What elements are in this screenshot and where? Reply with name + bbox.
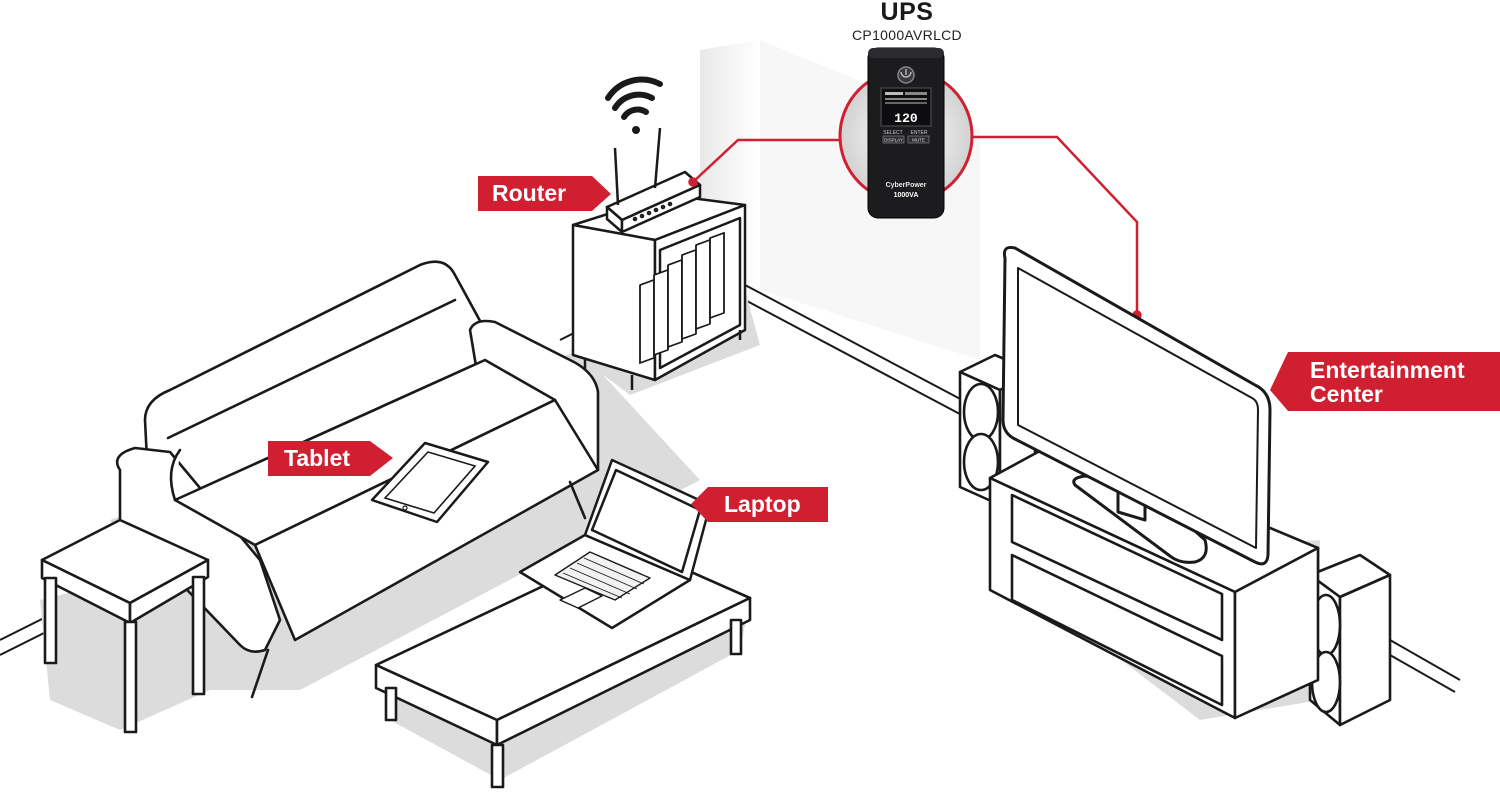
side-table	[40, 518, 210, 734]
speaker-right	[1308, 553, 1392, 727]
wifi-icon	[605, 76, 663, 134]
ups-select-label: SELECT	[883, 130, 902, 136]
ups-display-button-label: DISPLAY	[884, 138, 903, 143]
entertainment-center-label-line1: Entertainment	[1310, 357, 1465, 383]
tv	[1001, 246, 1272, 566]
callout-entertainment	[1270, 352, 1500, 411]
ups-title: UPS	[880, 0, 934, 26]
ups-brand-logo: CyberPower	[886, 182, 927, 189]
tablet-label: Tablet	[284, 445, 351, 471]
ups-device: 120 SELECT ENTER DISPLAY MUTE CyberPower…	[838, 47, 974, 219]
callout-router	[478, 176, 611, 211]
ups-lcd-reading: 120	[894, 111, 918, 126]
entertainment-center-label: Entertainment Center	[1310, 358, 1465, 406]
ups-mute-button	[907, 135, 930, 144]
bookshelf	[571, 193, 747, 390]
tv-stand	[988, 438, 1320, 720]
callout-laptop	[691, 487, 828, 522]
ups-display-button	[882, 135, 905, 144]
tablet	[370, 441, 490, 524]
entertainment-center-label-line2: Center	[1310, 381, 1383, 407]
laptop-label: Laptop	[724, 491, 801, 517]
ups-model: CP1000AVRLCD	[852, 27, 962, 43]
ups-capacity: 1000VA	[894, 192, 919, 199]
callout-tablet	[268, 441, 393, 476]
laptop	[518, 458, 712, 630]
router	[605, 127, 702, 234]
connection-lines	[688, 135, 1142, 320]
ups-mute-button-label: MUTE	[912, 138, 925, 143]
router-label: Router	[492, 180, 567, 206]
ups-enter-label: ENTER	[911, 130, 928, 136]
